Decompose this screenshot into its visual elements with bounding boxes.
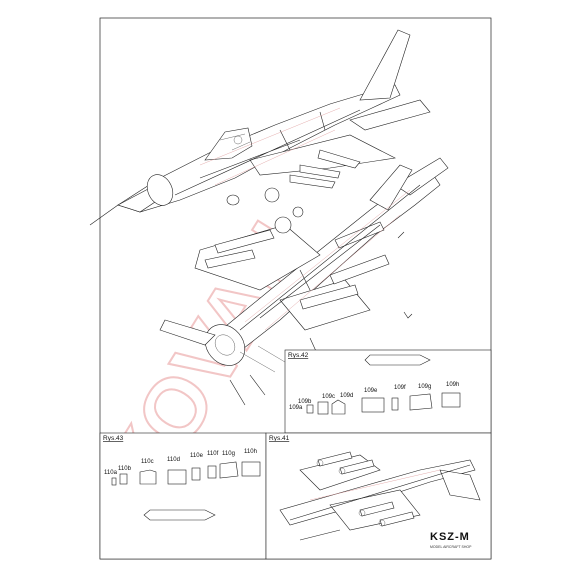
rys41-aircraft-detail bbox=[279, 451, 481, 541]
part-label-110h: 110h bbox=[244, 449, 257, 455]
rocket-pod-assembled-2 bbox=[143, 509, 216, 521]
part-label-110a: 110a bbox=[104, 470, 118, 476]
rocket-pod-assembled bbox=[364, 354, 431, 366]
panel-rys43: Rys.43 110a 110b 110c 110d 110e 110f 110… bbox=[99, 432, 267, 560]
panel-rys41-title: Rys.41 bbox=[269, 435, 290, 442]
rys42-parts bbox=[306, 392, 461, 415]
rys43-parts bbox=[111, 461, 261, 521]
panel-rys41: Rys.41 KSZ-M MODEL AIRCRAFT SHOP bbox=[265, 432, 492, 560]
part-label-110e: 110e bbox=[190, 453, 204, 459]
panel-rys42: Rys.42 109a 109b 109c 109d 109e 109f 109… bbox=[284, 349, 492, 434]
part-label-110g: 110g bbox=[222, 451, 235, 457]
panel-rys42-title: Rys.42 bbox=[288, 352, 309, 359]
brand-logo: KSZ-M MODEL AIRCRAFT SHOP bbox=[430, 531, 472, 549]
aircraft-lower-drawing bbox=[159, 157, 449, 406]
part-label-109d: 109d bbox=[340, 393, 353, 399]
panel-rys43-title: Rys.43 bbox=[103, 435, 124, 442]
part-label-109h: 109h bbox=[446, 382, 459, 388]
brand-tagline: MODEL AIRCRAFT SHOP bbox=[430, 545, 472, 549]
aircraft-upper-drawing bbox=[89, 29, 431, 226]
part-label-110b: 110b bbox=[118, 466, 132, 472]
part-label-110c: 110c bbox=[141, 459, 154, 465]
part-label-109g: 109g bbox=[418, 384, 431, 390]
part-label-109a: 109a bbox=[289, 405, 303, 411]
part-label-109c: 109c bbox=[322, 394, 335, 400]
part-label-109e: 109e bbox=[364, 388, 378, 394]
panel-rys43-frame bbox=[99, 432, 267, 560]
part-label-109f: 109f bbox=[394, 385, 406, 391]
part-label-109b: 109b bbox=[298, 399, 312, 405]
brand-logo-text: KSZ-M bbox=[430, 531, 470, 543]
part-label-110d: 110d bbox=[167, 457, 180, 463]
part-label-110f: 110f bbox=[207, 451, 219, 457]
